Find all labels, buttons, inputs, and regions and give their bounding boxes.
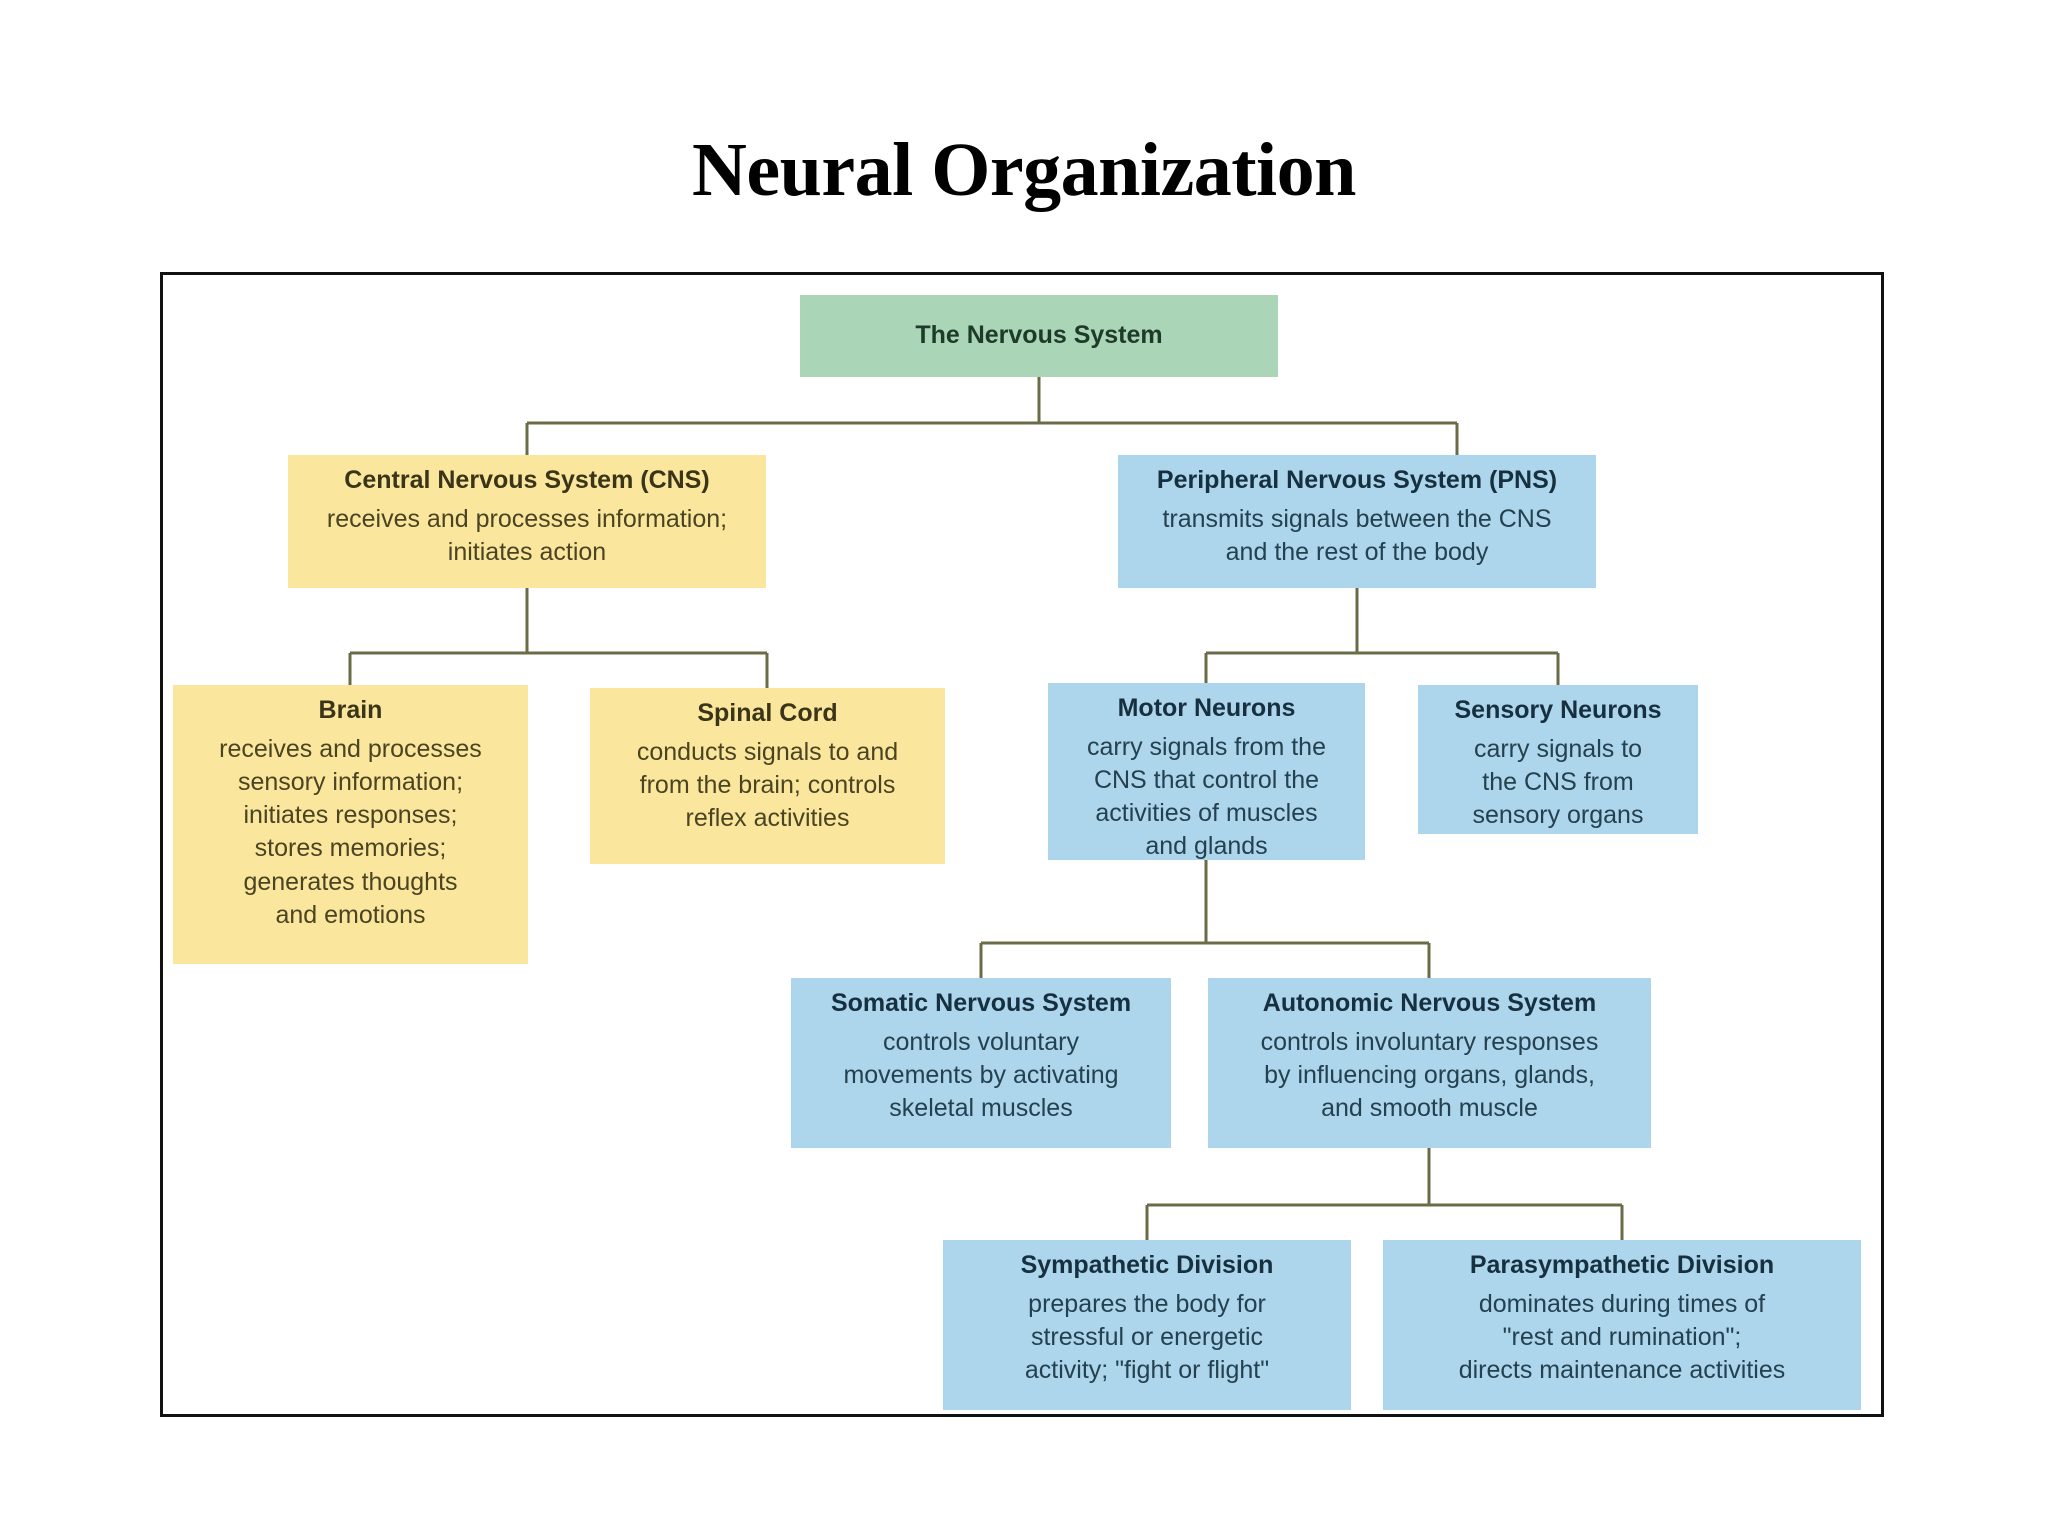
node-sensory-neurons[interactable]: Sensory Neurons carry signals to the CNS…	[1418, 685, 1698, 834]
node-description: controls voluntary movements by activati…	[843, 1027, 1119, 1123]
node-sympathetic-division[interactable]: Sympathetic Division prepares the body f…	[943, 1240, 1351, 1410]
page-title: Neural Organization	[692, 128, 1356, 212]
node-title: Central Nervous System (CNS)	[344, 466, 710, 494]
node-title: Sympathetic Division	[1020, 1251, 1274, 1279]
node-motor-neurons[interactable]: Motor Neurons carry signals from the CNS…	[1048, 683, 1365, 860]
node-peripheral-nervous-system[interactable]: Peripheral Nervous System (PNS) transmit…	[1118, 455, 1596, 588]
node-description: carry signals to the CNS from sensory or…	[1472, 734, 1644, 830]
node-spinal-cord[interactable]: Spinal Cord conducts signals to and from…	[590, 688, 945, 864]
node-description: carry signals from the CNS that control …	[1087, 732, 1326, 861]
node-central-nervous-system[interactable]: Central Nervous System (CNS) receives an…	[288, 455, 766, 588]
node-title: Brain	[318, 696, 383, 724]
node-description: conducts signals to and from the brain; …	[636, 737, 899, 833]
diagram-frame: The Nervous System Central Nervous Syste…	[160, 272, 1884, 1417]
node-description: receives and processes sensory informati…	[219, 734, 482, 929]
node-somatic-nervous-system[interactable]: Somatic Nervous System controls voluntar…	[791, 978, 1171, 1148]
node-description: prepares the body for stressful or energ…	[1024, 1289, 1270, 1385]
node-title: Peripheral Nervous System (PNS)	[1156, 466, 1558, 494]
node-title: Sensory Neurons	[1454, 696, 1662, 724]
node-description: controls involuntary responses by influe…	[1260, 1027, 1599, 1123]
node-autonomic-nervous-system[interactable]: Autonomic Nervous System controls involu…	[1208, 978, 1651, 1148]
node-description: dominates during times of "rest and rumi…	[1458, 1289, 1786, 1385]
node-title: Motor Neurons	[1117, 694, 1296, 722]
node-description: transmits signals between the CNS and th…	[1162, 504, 1552, 566]
node-parasympathetic-division[interactable]: Parasympathetic Division dominates durin…	[1383, 1240, 1861, 1410]
node-title: Somatic Nervous System	[830, 989, 1132, 1017]
node-title: Parasympathetic Division	[1469, 1251, 1775, 1279]
node-title: The Nervous System	[915, 321, 1163, 349]
node-brain[interactable]: Brain receives and processes sensory inf…	[173, 685, 528, 964]
node-title: Autonomic Nervous System	[1262, 989, 1597, 1017]
node-title: Spinal Cord	[697, 699, 838, 727]
node-description: receives and processes information; init…	[326, 504, 728, 566]
node-nervous-system[interactable]: The Nervous System	[800, 295, 1278, 377]
